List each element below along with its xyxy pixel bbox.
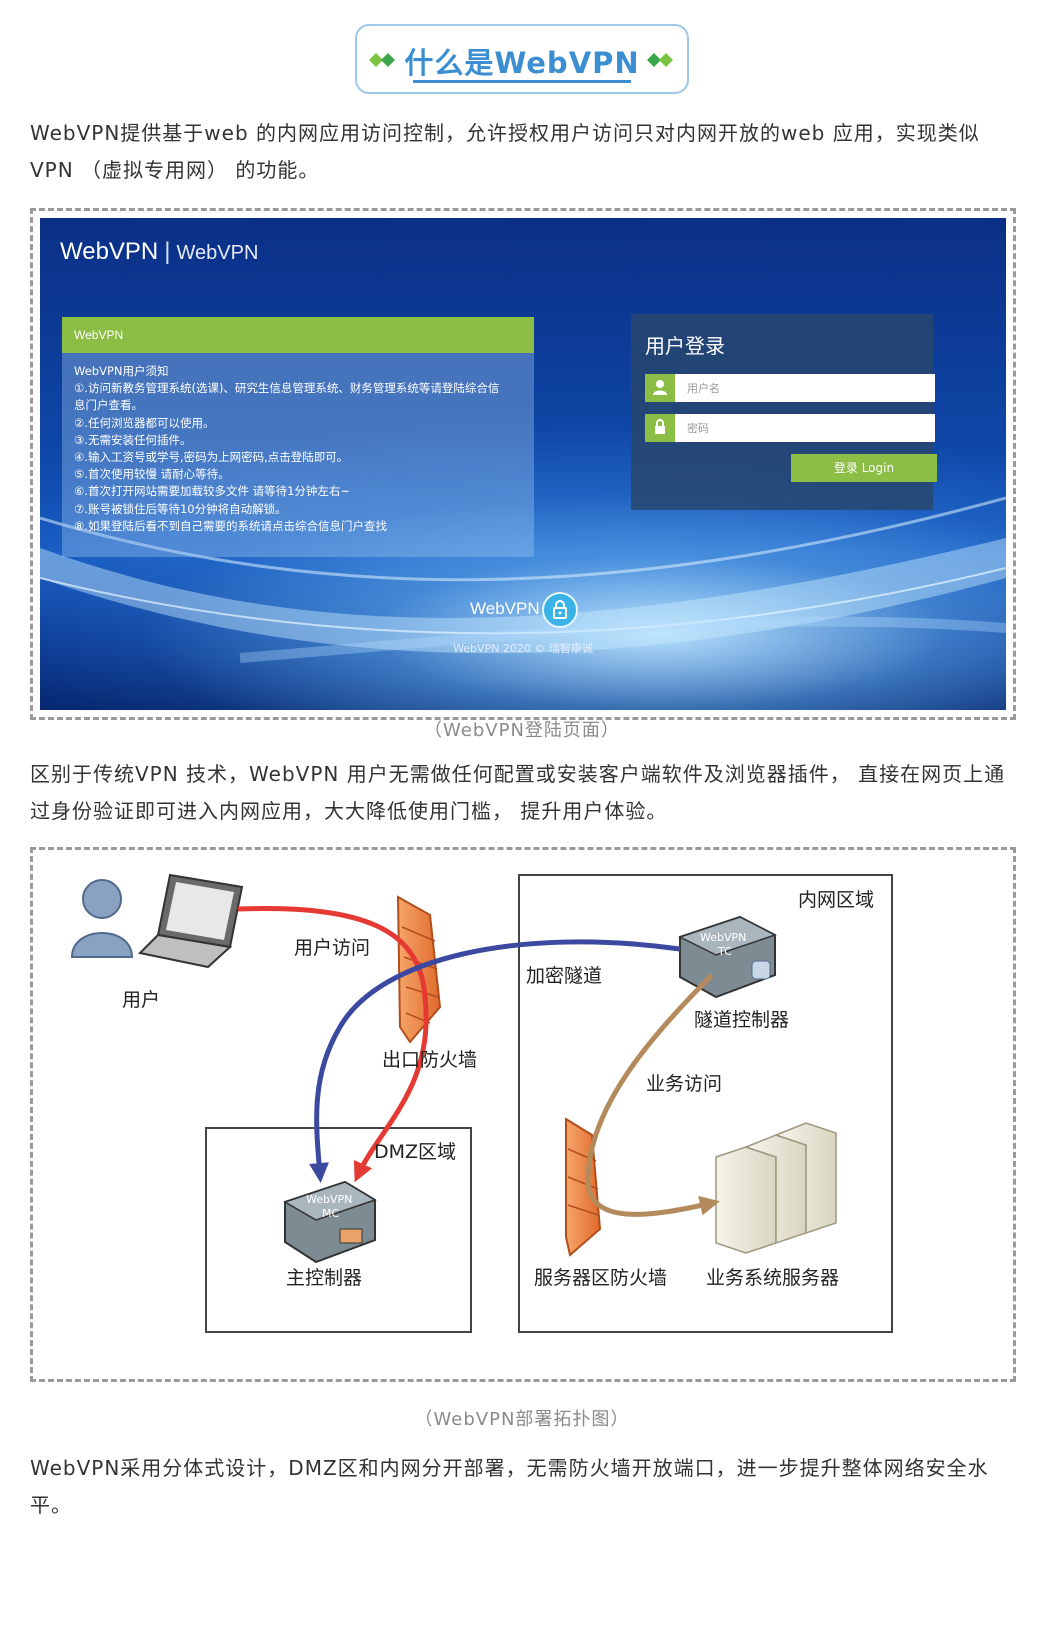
comparison-paragraph: 区别于传统VPN 技术，WebVPN 用户无需做任何配置或安装客户端软件及浏览器… bbox=[30, 762, 1006, 823]
intro-paragraph: WebVPN提供基于web 的内网应用访问控制，允许授权用户访问只对内网开放的w… bbox=[30, 121, 980, 182]
notice-line: 息门户查看。 bbox=[74, 398, 143, 413]
notice-lines: WebVPN用户须知 ①.访问新教务管理系统(选课)、研究生信息管理系统、财务管… bbox=[62, 353, 534, 545]
brand-sub: WebVPN bbox=[176, 242, 259, 264]
password-placeholder: 密码 bbox=[687, 422, 709, 435]
page-title: 什么是WebVPN bbox=[404, 46, 640, 80]
user-icon bbox=[645, 374, 675, 402]
diamond-icon bbox=[369, 53, 395, 67]
login-box: 用户登录 用户名 密码 登录 Login bbox=[631, 314, 937, 510]
tc-device-label-2: TC bbox=[718, 945, 732, 958]
tunnel-controller-device bbox=[678, 915, 777, 999]
server-stack-icon bbox=[715, 1122, 837, 1254]
topology-caption: （WebVPN部署拓扑图） bbox=[414, 1409, 630, 1430]
lock-icon bbox=[645, 414, 675, 442]
topology-frame bbox=[30, 847, 1016, 1382]
notice-line: ④.输入工资号或学号,密码为上网密码,点击登陆即可。 bbox=[74, 450, 349, 465]
business-access-arrow bbox=[585, 973, 720, 1217]
user-access-label: 用户访问 bbox=[294, 937, 371, 959]
dmz-zone-label: DMZ区域 bbox=[374, 1141, 457, 1163]
notice-line: WebVPN用户须知 bbox=[74, 364, 169, 378]
username-field[interactable]: 用户名 bbox=[645, 374, 935, 402]
main-controller-device bbox=[283, 1180, 377, 1264]
laptop-icon bbox=[137, 873, 244, 969]
dmz-zone-box bbox=[205, 1127, 472, 1333]
notice-line: ⑤.首次使用较慢 请耐心等待。 bbox=[74, 467, 230, 482]
notice-panel: WebVPN WebVPN用户须知 ①.访问新教务管理系统(选课)、研究生信息管… bbox=[62, 317, 534, 557]
main-controller-label: 主控制器 bbox=[286, 1267, 363, 1289]
mc-device-label-2: MC bbox=[322, 1207, 340, 1220]
login-caption: （WebVPN登陆页面） bbox=[424, 720, 620, 741]
notice-line: ②.任何浏览器都可以使用。 bbox=[74, 415, 215, 430]
login-button[interactable]: 登录 Login bbox=[791, 454, 937, 482]
brand-separator: | bbox=[164, 238, 171, 265]
topology-diagram: 用户 用户访问 出口防火墙 加密隧道 内网区域 隧道控制器 业务访问 DMZ区域… bbox=[40, 857, 1006, 1372]
encrypted-tunnel-label: 加密隧道 bbox=[526, 965, 603, 987]
notice-line: ①.访问新教务管理系统(选课)、研究生信息管理系统、财务管理系统等请登陆综合信 bbox=[74, 381, 500, 396]
footer-brand: WebVPN bbox=[470, 599, 540, 618]
egress-firewall-label: 出口防火墙 bbox=[382, 1049, 478, 1071]
intranet-zone-box bbox=[518, 874, 893, 1333]
diamond-icon bbox=[647, 53, 673, 67]
padlock-icon bbox=[542, 592, 578, 628]
tc-device-label-1: WebVPN bbox=[700, 931, 747, 944]
business-access-label: 业务访问 bbox=[646, 1073, 723, 1095]
user-access-arrow bbox=[237, 906, 429, 1183]
title-underline bbox=[413, 80, 631, 83]
notice-line: ③.无需安装任何插件。 bbox=[74, 432, 192, 447]
username-placeholder: 用户名 bbox=[687, 382, 720, 395]
encrypted-tunnel-arrow bbox=[309, 939, 681, 1183]
background-waves bbox=[40, 496, 1006, 663]
notice-line: ⑧.如果登陆后看不到自己需要的系统请点击综合信息门户查找 bbox=[74, 518, 387, 533]
login-title: 用户登录 bbox=[645, 334, 725, 358]
password-field[interactable]: 密码 bbox=[645, 414, 935, 442]
copyright-text: WebVPN 2020 © 瑞智康诚 bbox=[453, 642, 593, 655]
notice-title: WebVPN bbox=[62, 317, 534, 353]
brand-name: WebVPN bbox=[60, 238, 159, 265]
mc-device-label-1: WebVPN bbox=[306, 1193, 353, 1206]
login-screenshot-frame bbox=[30, 208, 1016, 720]
notice-line: ⑦.账号被锁住后等待10分钟将自动解锁。 bbox=[74, 501, 287, 516]
person-icon bbox=[70, 879, 134, 958]
user-label: 用户 bbox=[122, 989, 161, 1011]
tunnel-controller-label: 隧道控制器 bbox=[694, 1009, 790, 1031]
intranet-zone-label: 内网区域 bbox=[798, 889, 875, 911]
login-brand: WebVPN|WebVPN bbox=[60, 238, 258, 266]
login-screenshot: WebVPN|WebVPN WebVPN WebVPN用户须知 ①.访问新教务管… bbox=[40, 218, 1006, 710]
server-firewall-label: 服务器区防火墙 bbox=[534, 1267, 668, 1289]
section-title-badge: 什么是WebVPN bbox=[355, 24, 689, 94]
business-servers-label: 业务系统服务器 bbox=[706, 1267, 840, 1289]
design-paragraph: WebVPN采用分体式设计，DMZ区和内网分开部署，无需防火墙开放端口，进一步提… bbox=[30, 1456, 989, 1517]
notice-line: ⑥.首次打开网站需要加载较多文件 请等待1分钟左右~ bbox=[74, 484, 351, 499]
